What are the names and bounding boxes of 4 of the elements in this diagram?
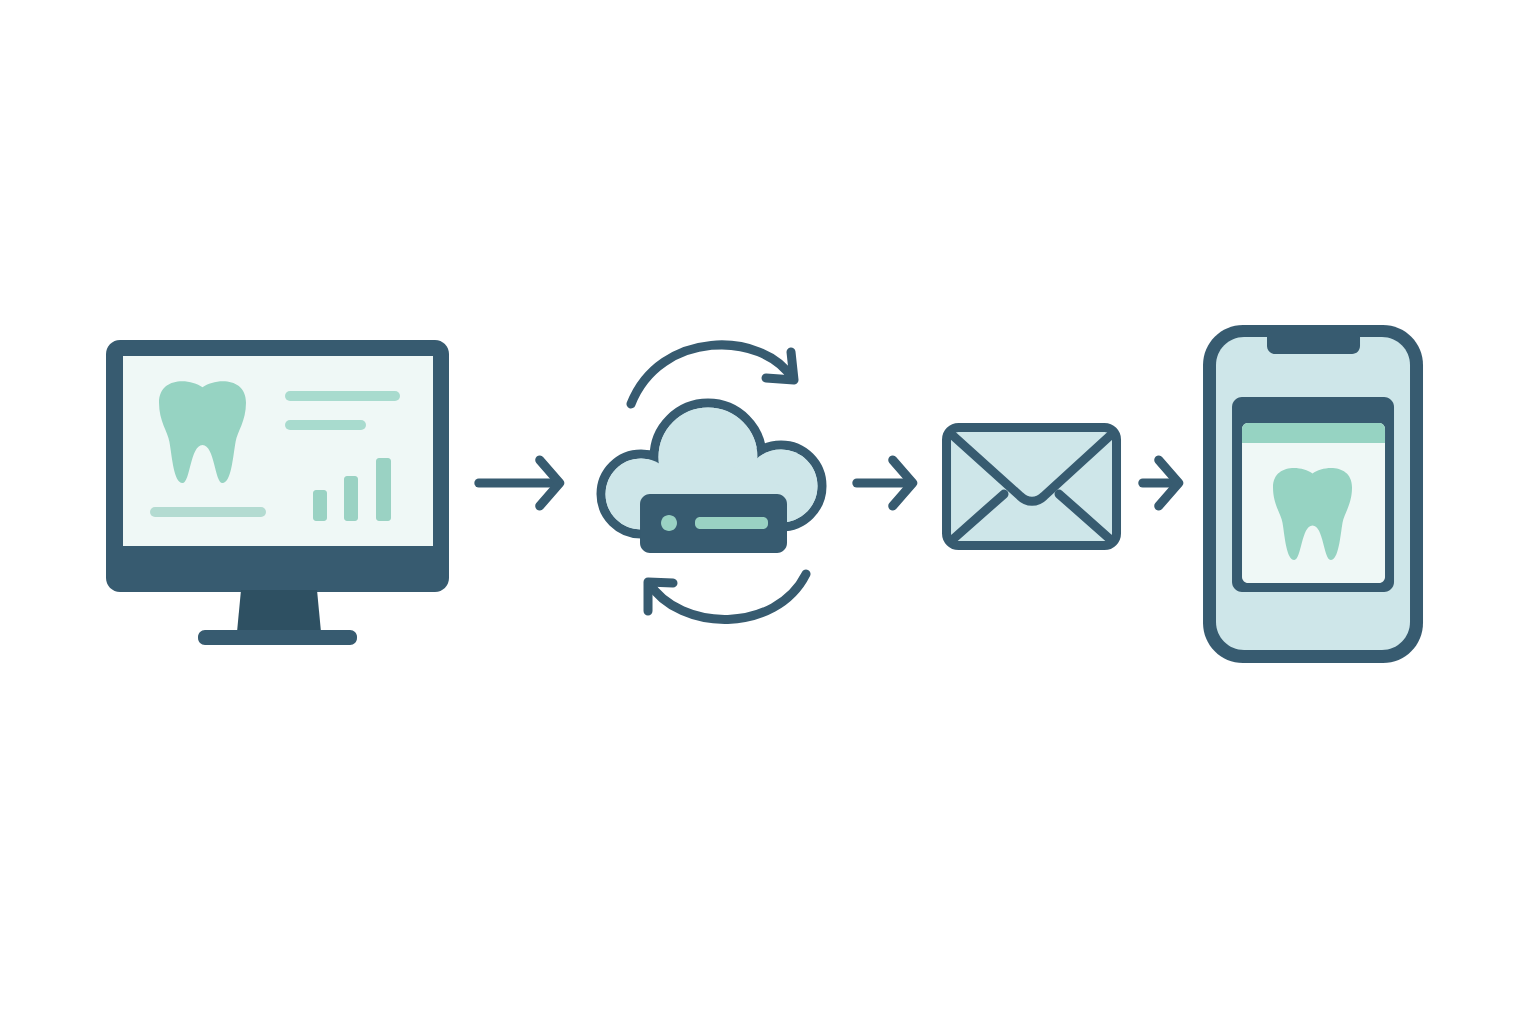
cloud-server-icon <box>596 398 827 553</box>
monitor-icon <box>106 340 449 645</box>
phone-icon <box>1203 325 1423 663</box>
envelope-icon <box>942 423 1121 550</box>
